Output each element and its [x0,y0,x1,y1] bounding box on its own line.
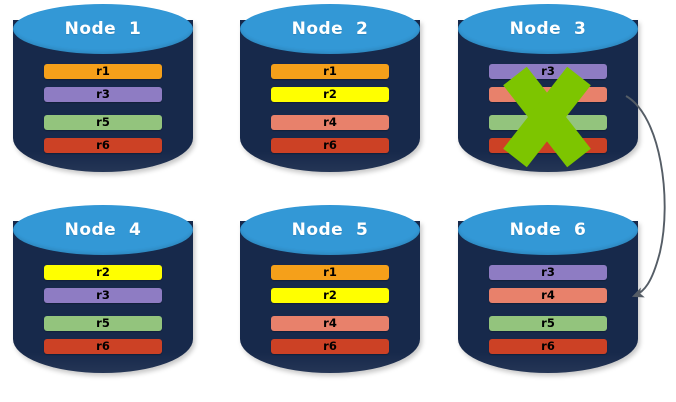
node-3-records: r3 [458,54,638,172]
node-1[interactable]: Node 1 r1 r3 r5 r6 [13,4,193,188]
node-2-record-r1[interactable]: r1 [271,64,389,79]
node-1-record-r6[interactable]: r6 [44,138,162,153]
node-2-cylinder-top [240,4,420,54]
node-5-record-r2[interactable]: r2 [271,288,389,303]
node-1-record-r5[interactable]: r5 [44,115,162,130]
node-3-record-r6[interactable] [489,138,607,153]
node-6[interactable]: Node 6 r3 r4 r5 r6 [458,205,638,389]
node-6-cylinder-top [458,205,638,255]
node-3[interactable]: Node 3 r3 [458,4,638,188]
node-5[interactable]: Node 5 r1 r2 r4 r6 [240,205,420,389]
node-2[interactable]: Node 2 r1 r2 r4 r6 [240,4,420,188]
node-3-cylinder-top [458,4,638,54]
node-1-title: Node 1 [64,19,142,39]
node-2-record-r6[interactable]: r6 [271,138,389,153]
node-5-title: Node 5 [291,220,369,240]
node-4-cylinder-top [13,205,193,255]
node-6-record-r6[interactable]: r6 [489,339,607,354]
node-5-record-r6[interactable]: r6 [271,339,389,354]
node-5-record-r4[interactable]: r4 [271,316,389,331]
node-1-record-r1[interactable]: r1 [44,64,162,79]
node-3-record-r5[interactable] [489,115,607,130]
node-1-record-r3[interactable]: r3 [44,87,162,102]
node-4-record-r6[interactable]: r6 [44,339,162,354]
node-3-title: Node 3 [509,19,587,39]
node-4-record-r5[interactable]: r5 [44,316,162,331]
node-2-records: r1 r2 r4 r6 [240,54,420,172]
node-4-record-r2[interactable]: r2 [44,265,162,280]
node-2-title: Node 2 [291,19,369,39]
node-6-records: r3 r4 r5 r6 [458,255,638,373]
node-3-record-r3[interactable]: r3 [489,64,607,79]
node-4[interactable]: Node 4 r2 r3 r5 r6 [13,205,193,389]
node-5-records: r1 r2 r4 r6 [240,255,420,373]
node-2-record-r4[interactable]: r4 [271,115,389,130]
node-5-cylinder-top [240,205,420,255]
node-6-record-r4[interactable]: r4 [489,288,607,303]
node-2-record-r2[interactable]: r2 [271,87,389,102]
node-6-record-r5[interactable]: r5 [489,316,607,331]
node-1-records: r1 r3 r5 r6 [13,54,193,172]
node-6-title: Node 6 [509,220,587,240]
node-4-title: Node 4 [64,220,142,240]
node-6-record-r3[interactable]: r3 [489,265,607,280]
node-4-record-r3[interactable]: r3 [44,288,162,303]
node-4-records: r2 r3 r5 r6 [13,255,193,373]
node-1-cylinder-top [13,4,193,54]
node-5-record-r1[interactable]: r1 [271,265,389,280]
node-3-record-r4[interactable] [489,87,607,102]
